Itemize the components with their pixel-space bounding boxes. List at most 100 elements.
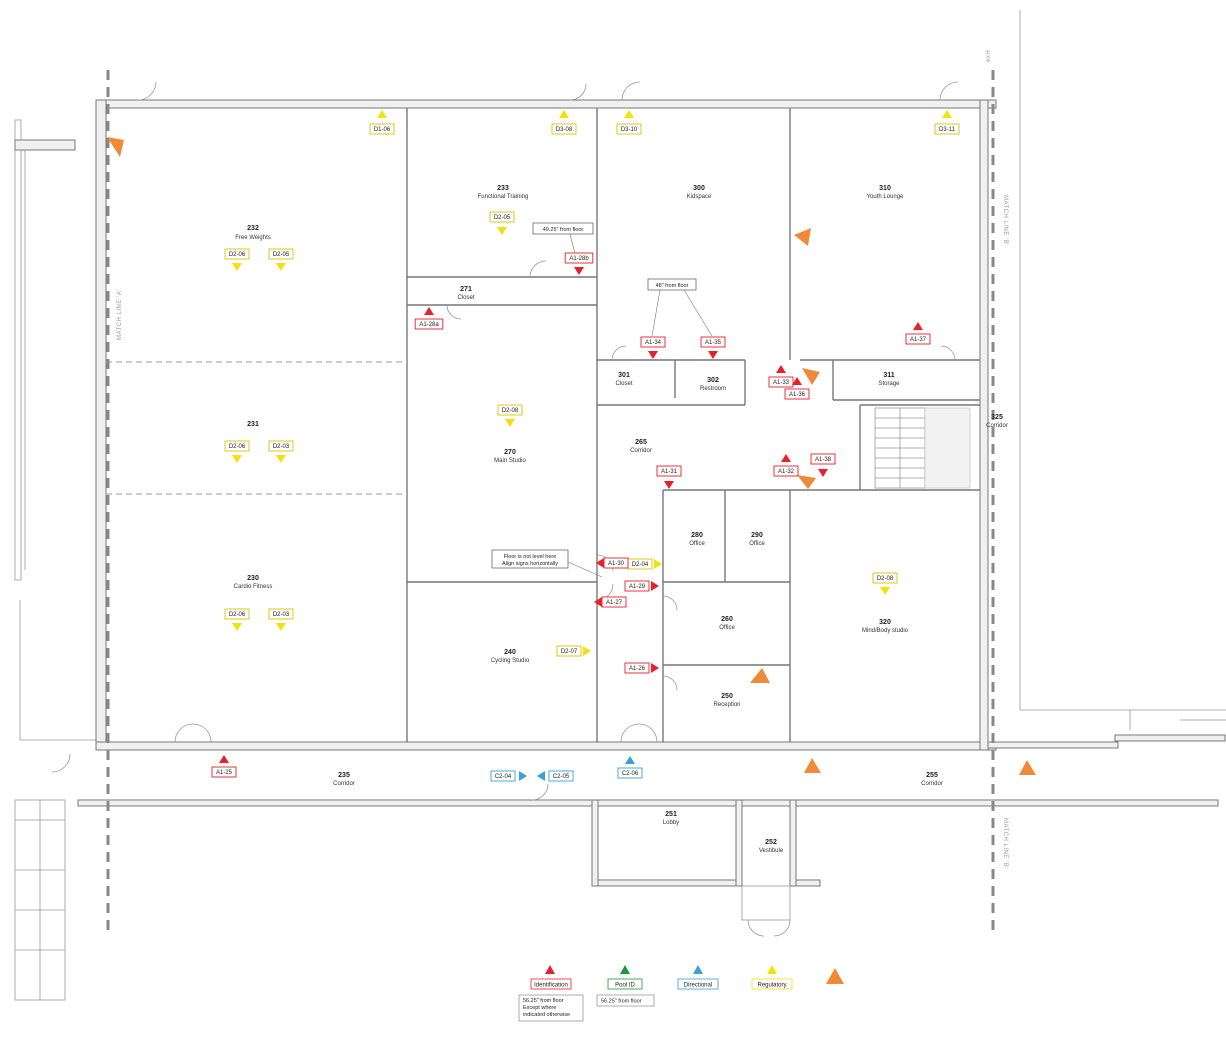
- sign-directional: C2-05: [537, 770, 574, 782]
- sign-label: D1-06: [374, 127, 391, 133]
- svg-text:Floor is not level here: Floor is not level here: [504, 554, 557, 560]
- svg-text:Lobby: Lobby: [663, 820, 679, 826]
- svg-text:250: 250: [721, 693, 733, 700]
- svg-text:Reception: Reception: [713, 702, 740, 708]
- sign-box: [773, 465, 799, 477]
- svg-text:302: 302: [707, 377, 719, 384]
- sign-marker: [625, 756, 635, 764]
- sign-box: [369, 123, 395, 135]
- sign-regulatory: D2-08: [872, 572, 898, 595]
- sign-marker: [654, 559, 662, 569]
- sign-marker: [219, 755, 229, 763]
- svg-text:325: 325: [991, 414, 1003, 421]
- sign-box: [617, 767, 643, 779]
- svg-text:49.25" from floor: 49.25" from floor: [543, 227, 584, 233]
- sign-marker: [651, 663, 659, 673]
- svg-text:Identification: Identification: [534, 983, 568, 989]
- sign-marker: [276, 623, 286, 631]
- svg-text:311: 311: [883, 372, 894, 379]
- svg-text:270: 270: [504, 449, 516, 456]
- sign-box: [905, 333, 931, 345]
- sign-label: A1-30: [608, 561, 625, 567]
- sign-label: D2-03: [273, 444, 290, 450]
- svg-text:Align signs horizontally: Align signs horizontally: [502, 561, 558, 567]
- sign-marker: [505, 419, 515, 427]
- sign-label: A1-29: [629, 584, 646, 590]
- svg-text:Cardio Fitness: Cardio Fitness: [234, 584, 273, 590]
- sign-label: A1-27: [606, 600, 623, 606]
- svg-text:233: 233: [497, 185, 509, 192]
- legend-pool-id: Pool ID 56.25" from floor: [596, 965, 655, 1007]
- sign-box: [564, 252, 594, 264]
- sign-regulatory: D2-06: [224, 440, 250, 463]
- sign-label: D2-07: [561, 649, 578, 655]
- sign-box: [784, 388, 810, 400]
- room-231: 231: [247, 421, 259, 428]
- match-lines: MATCH LINE 'A' MATCH LINE 'B' MATCH LINE…: [106, 50, 1008, 930]
- sign-box: [768, 376, 794, 388]
- sign-label: C2-04: [495, 774, 512, 780]
- other-sign-marker: [1019, 760, 1036, 775]
- sign-identification: A1-38: [810, 453, 836, 477]
- sign-label: D2-08: [877, 576, 894, 582]
- note-49in: 49.25" from floor: [532, 222, 594, 255]
- sign-marker: [424, 307, 434, 315]
- sign-regulatory: D2-08: [497, 404, 523, 427]
- sign-label: A1-28b: [569, 256, 589, 262]
- sign-label: D2-06: [229, 252, 246, 258]
- sign-label: D2-03: [273, 612, 290, 618]
- sign-label: D2-04: [632, 562, 649, 568]
- svg-text:Pool ID: Pool ID: [615, 983, 635, 989]
- svg-text:271: 271: [460, 286, 472, 293]
- sign-label: A1-25: [216, 770, 233, 776]
- svg-text:Vestibule: Vestibule: [759, 848, 784, 854]
- sign-identification: A1-25: [211, 755, 237, 778]
- sign-box: [268, 608, 294, 620]
- sign-box: [656, 465, 682, 477]
- sign-identification: A1-36: [784, 377, 810, 400]
- sign-regulatory: D2-06: [224, 608, 250, 631]
- svg-text:Youth Lounge: Youth Lounge: [867, 194, 904, 200]
- svg-text:265: 265: [635, 439, 647, 446]
- sign-label: D3-10: [621, 127, 638, 133]
- sign-regulatory: D2-03: [268, 440, 294, 463]
- sign-identification: A1-28a: [414, 307, 444, 330]
- sign-regulatory: D2-06: [224, 248, 250, 271]
- sign-box: [268, 248, 294, 260]
- interior-walls: [406, 108, 980, 742]
- sign-marker: [276, 455, 286, 463]
- svg-text:280: 280: [691, 532, 703, 539]
- svg-text:230: 230: [247, 575, 259, 582]
- svg-text:240: 240: [504, 649, 516, 656]
- svg-text:Mind/Body studio: Mind/Body studio: [862, 628, 909, 634]
- svg-text:Corridor: Corridor: [921, 781, 943, 787]
- sign-marker: [624, 110, 634, 118]
- sign-marker: [664, 481, 674, 489]
- sign-marker: [651, 581, 659, 591]
- sign-identification: A1-31: [656, 465, 682, 489]
- right-building: [1019, 10, 1226, 730]
- sign-label: C2-05: [553, 774, 570, 780]
- svg-text:232: 232: [247, 225, 259, 232]
- svg-text:301: 301: [618, 372, 630, 379]
- sign-marker: [377, 110, 387, 118]
- sign-label: A1-31: [661, 469, 678, 475]
- sign-identification: A1-35: [700, 336, 726, 359]
- svg-text:Restroom: Restroom: [700, 386, 726, 392]
- svg-text:235: 235: [338, 772, 350, 779]
- sign-label: D2-05: [273, 252, 290, 258]
- sign-marker: [232, 455, 242, 463]
- sign-box: [872, 572, 898, 584]
- svg-text:Free Weights: Free Weights: [235, 235, 271, 241]
- top-right-label: exH: [986, 50, 992, 62]
